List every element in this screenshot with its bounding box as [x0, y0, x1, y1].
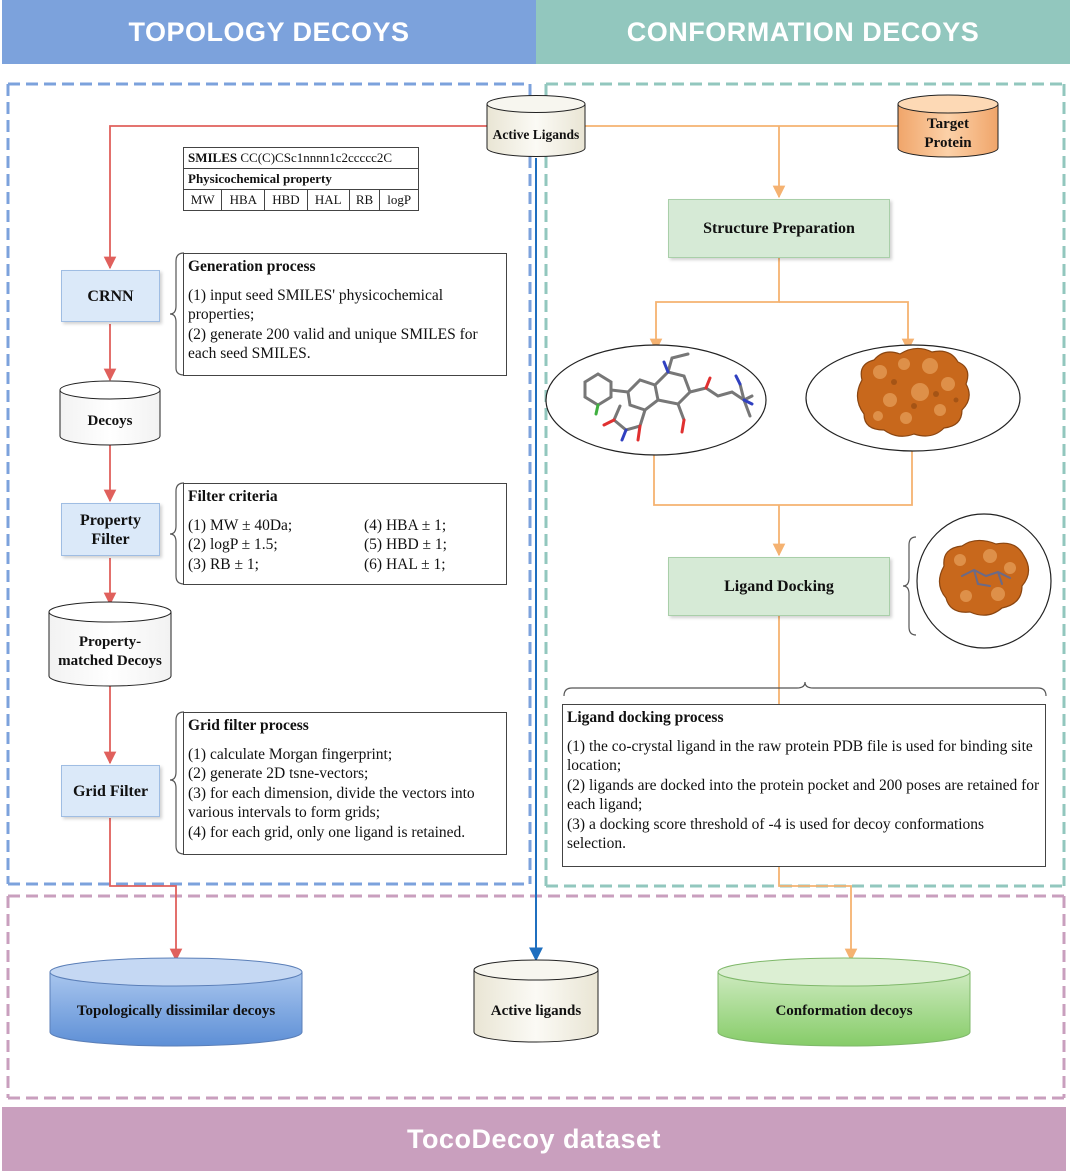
- filter-criteria-header: Filter criteria: [188, 488, 278, 505]
- crnn-box: CRNN: [61, 270, 160, 322]
- physchem-label: Physicochemical property: [183, 168, 419, 190]
- target-protein-line1: Target: [927, 116, 969, 132]
- decoys-cylinder: [59, 380, 161, 446]
- target-protein-label: Target Protein: [898, 114, 998, 154]
- docking-process-line: (1) the co-crystal ligand in the raw pro…: [567, 737, 1033, 775]
- pm-decoys-line1: Property-: [78, 634, 142, 650]
- filter-item: (3) RB ± 1;: [188, 555, 259, 573]
- property-filter-line1: Property: [79, 511, 141, 529]
- protein-surface-image: [805, 344, 1021, 452]
- filter-item: (1) MW ± 40Da;: [188, 516, 293, 534]
- topology-region: [6, 82, 532, 886]
- structure-preparation-box: Structure Preparation: [668, 199, 890, 258]
- grid-process-line: (4) for each grid, only one ligand is re…: [188, 823, 466, 841]
- prop-cell: HBA: [221, 189, 266, 211]
- decoys-label: Decoys: [87, 412, 133, 429]
- active-ligands-output-label: Active ligands: [490, 1002, 582, 1019]
- prop-cell: logP: [379, 189, 419, 211]
- filter-item: (2) logP ± 1.5;: [188, 536, 278, 553]
- filter-item: (5) HBD ± 1;: [364, 536, 447, 553]
- property-matched-decoys-label: Property- matched Decoys: [49, 630, 171, 674]
- braces: [169, 252, 1047, 855]
- docked-complex-image: [916, 513, 1052, 649]
- grid-filter-process-box: Grid filter process (1) calculate Morgan…: [183, 712, 507, 855]
- ligand-docking-box: Ligand Docking: [668, 557, 890, 616]
- smiles-value: CC(C)CSc1nnnn1c2ccccc2C: [240, 150, 393, 165]
- docking-process-line: (2) ligands are docked into the protein …: [567, 776, 1040, 814]
- smiles-label: SMILES: [188, 150, 238, 165]
- topologically-dissimilar-cylinder: [49, 957, 303, 1047]
- docking-process-line: (3) a docking score threshold of -4 is u…: [567, 815, 985, 853]
- conformation-decoys-label: Conformation decoys: [775, 1002, 913, 1019]
- target-protein-cylinder: [897, 94, 999, 158]
- prop-cell: HBD: [264, 189, 308, 211]
- generation-header: Generation process: [188, 258, 316, 275]
- property-filter-box: Property Filter: [61, 503, 160, 556]
- smiles-row: SMILES CC(C)CSc1nnnn1c2ccccc2C: [183, 147, 419, 169]
- prop-cell: MW: [182, 189, 223, 211]
- filter-item: (4) HBA ± 1;: [364, 516, 447, 534]
- generation-line: (2) generate 200 valid and unique SMILES…: [188, 325, 478, 363]
- grid-process-header: Grid filter process: [188, 717, 309, 734]
- generation-line: (1) input seed SMILES' physicochemical p…: [188, 286, 444, 324]
- topologically-dissimilar-label: Topologically dissimilar decoys: [76, 1002, 276, 1019]
- property-filter-line2: Filter: [91, 530, 130, 548]
- filter-item: (6) HAL ± 1;: [364, 555, 446, 573]
- ligand-structure-image: [545, 344, 767, 456]
- filter-criteria-box: Filter criteria (1) MW ± 40Da; (4) HBA ±…: [183, 483, 507, 585]
- topology-banner: TOPOLOGY DECOYS: [2, 0, 536, 64]
- active-ligands-output-cylinder: [473, 959, 599, 1043]
- docking-process-box: Ligand docking process (1) the co-crysta…: [562, 704, 1046, 867]
- property-matched-decoys-cylinder: [48, 601, 172, 687]
- prop-cell: HAL: [306, 189, 350, 211]
- target-protein-line2: Protein: [924, 135, 972, 151]
- red-flow-arrows: [103, 125, 487, 962]
- pm-decoys-line2: matched Decoys: [58, 653, 162, 669]
- grid-process-line: (1) calculate Morgan fingerprint;: [188, 745, 393, 763]
- prop-cell: RB: [348, 189, 381, 211]
- dataset-banner: TocoDecoy dataset: [2, 1107, 1066, 1171]
- conformation-decoys-cylinder: [717, 957, 971, 1047]
- smiles-property-table: SMILES CC(C)CSc1nnnn1c2ccccc2C Physicoch…: [182, 147, 419, 211]
- grid-process-line: (2) generate 2D tsne-vectors;: [188, 765, 369, 782]
- generation-process-box: Generation process (1) input seed SMILES…: [183, 253, 507, 376]
- grid-process-line: (3) for each dimension, divide the vecto…: [188, 784, 475, 822]
- grid-filter-box: Grid Filter: [61, 765, 160, 817]
- docking-process-header: Ligand docking process: [567, 709, 724, 726]
- active-ligands-cylinder: [486, 95, 586, 157]
- active-ligands-label: Active Ligands: [492, 126, 580, 142]
- conformation-banner: CONFORMATION DECOYS: [536, 0, 1070, 64]
